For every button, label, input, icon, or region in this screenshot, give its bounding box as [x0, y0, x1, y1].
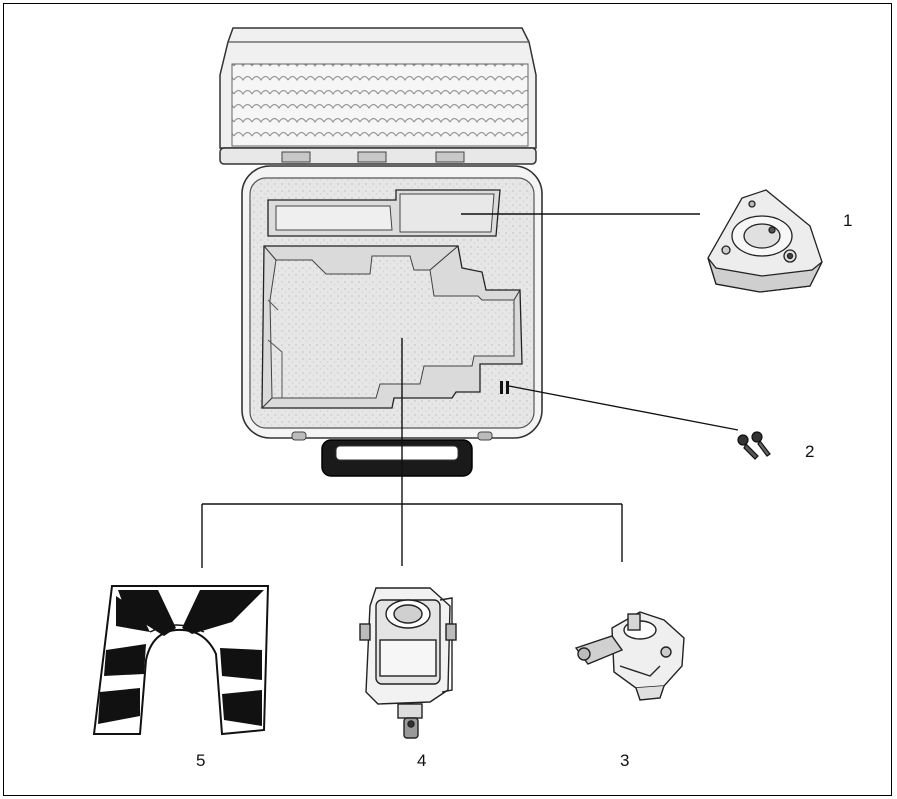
optical-plummet-icon — [576, 612, 684, 700]
callout-2: 2 — [805, 442, 814, 462]
prism-holder-icon — [360, 588, 456, 738]
keys-icon — [738, 432, 770, 459]
callout-5: 5 — [196, 751, 205, 771]
callout-3: 3 — [620, 751, 629, 771]
carrying-case-icon — [220, 28, 542, 476]
tribrach-icon — [708, 190, 822, 292]
callout-1: 1 — [843, 211, 852, 231]
callout-4: 4 — [417, 751, 426, 771]
target-plate-icon — [94, 586, 268, 734]
